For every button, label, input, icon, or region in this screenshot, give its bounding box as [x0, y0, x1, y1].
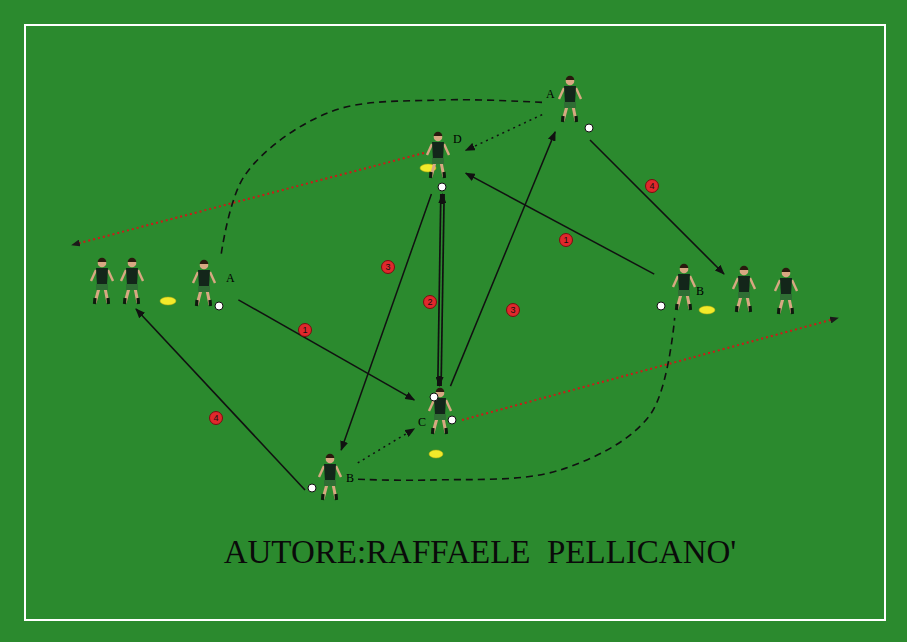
callout-number: 1 [298, 323, 312, 337]
player-box: B [306, 452, 356, 506]
callout-number: 3 [381, 260, 395, 274]
player-box: B [656, 262, 708, 316]
run-line [466, 115, 542, 151]
player-letter: B [696, 285, 704, 297]
player-box: C [416, 388, 462, 440]
player-box: A [188, 258, 237, 312]
pass-arrow [341, 194, 431, 450]
pitch-border [25, 25, 885, 620]
player-letter: D [453, 133, 462, 145]
pass-arrow [439, 194, 442, 386]
player-letter: C [418, 416, 426, 428]
callout-number: 4 [209, 411, 223, 425]
callout-number: 1 [559, 233, 573, 247]
player-box: A [544, 76, 590, 130]
author-caption: AUTORE:RAFFAELE PELLICANO' [224, 534, 737, 571]
callout-number: 2 [423, 295, 437, 309]
red-runs [72, 153, 838, 420]
balls [215, 124, 665, 492]
pass-arrow [466, 173, 654, 274]
run-line [358, 429, 415, 463]
player-letter: A [546, 88, 555, 100]
run-line [221, 100, 542, 256]
callout-number: 3 [506, 303, 520, 317]
player-box: D [422, 130, 464, 192]
pass-arrows [136, 140, 724, 490]
player-letter: B [346, 472, 354, 484]
pass-arrow [450, 132, 555, 386]
run-line [358, 318, 675, 480]
pass-arrow [238, 300, 414, 400]
cones [160, 164, 715, 458]
players [91, 76, 797, 500]
double-line-inner [440, 204, 443, 376]
player-letter: A [226, 272, 235, 284]
callout-number: 4 [645, 179, 659, 193]
